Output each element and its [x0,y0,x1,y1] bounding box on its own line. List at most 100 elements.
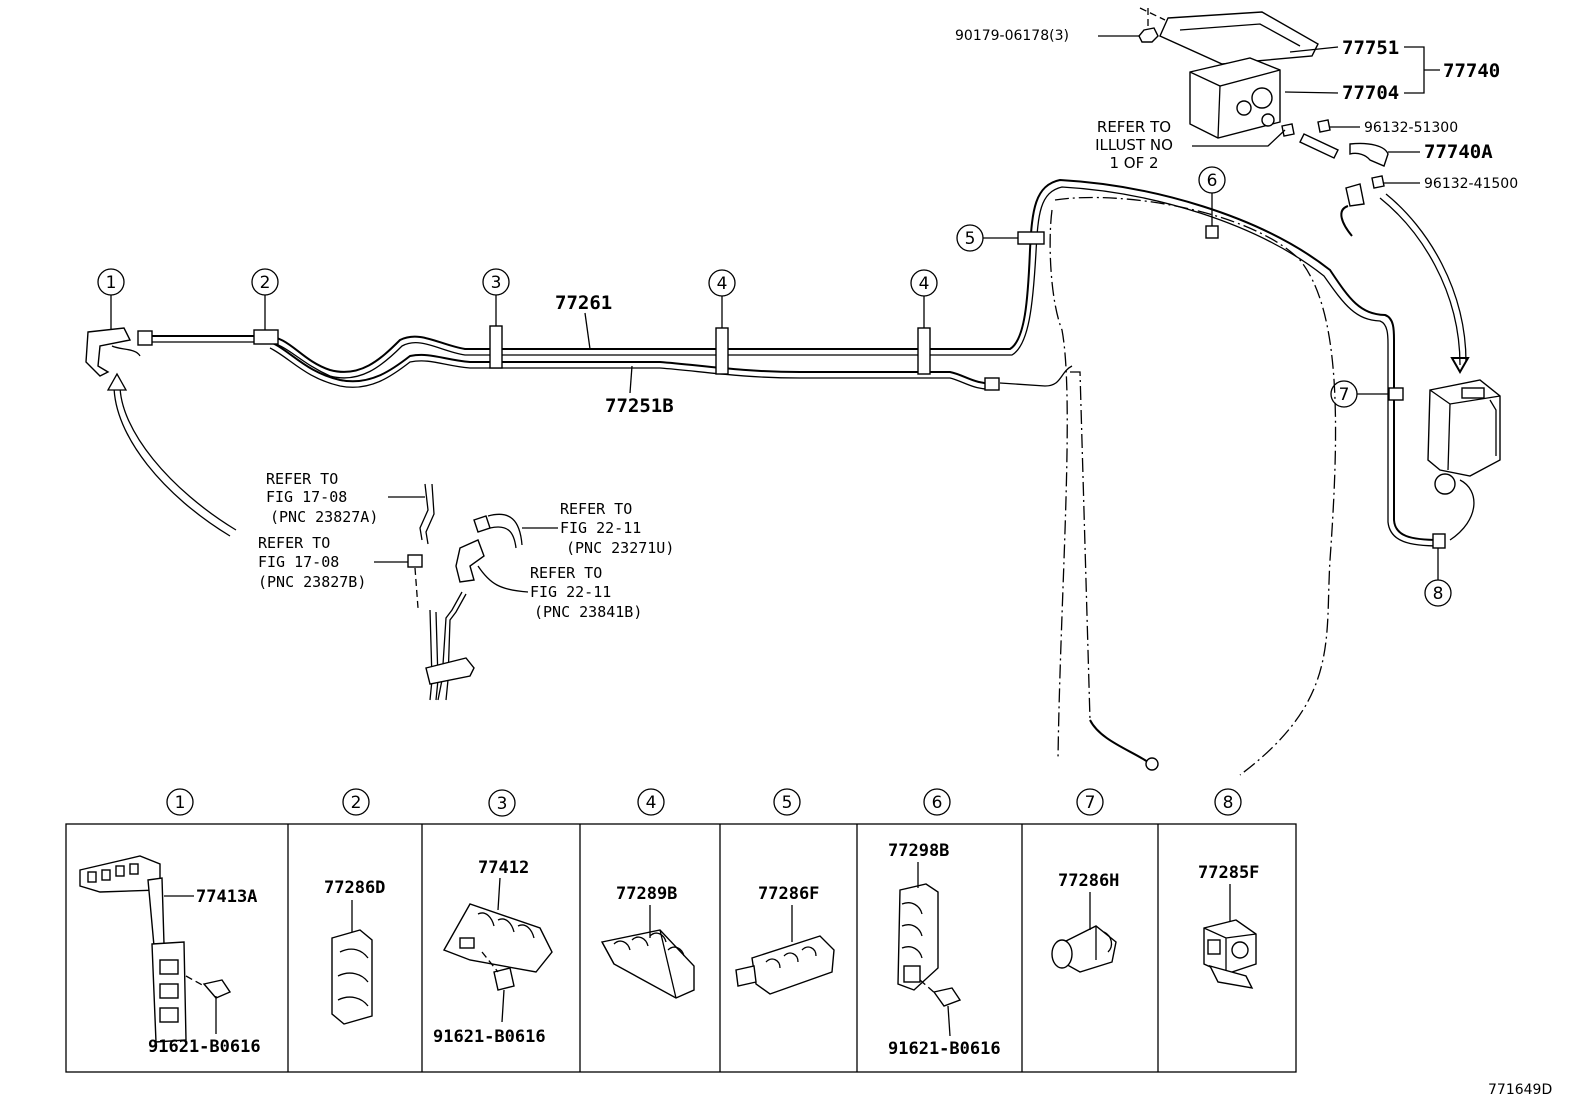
callout-5: 5 [956,224,1018,252]
clamp-4b [917,327,931,375]
cell1-bolt-label: 91621-B0616 [148,1037,261,1057]
parts-table [65,823,1297,1073]
callout-3: 3 [482,268,510,326]
svg-text:7: 7 [1085,793,1096,813]
arrow-to-canister-mount [1379,197,1461,366]
tube-end-fitting [137,330,153,346]
part-label-90179: 90179-06178(3) [955,28,1069,44]
cell1-part-label: 77413A [196,887,257,907]
svg-text:1: 1 [175,793,186,813]
refer-2211a-line3: (PNC 23271U) [566,539,674,557]
refer-1708a-line1: REFER TO [266,470,338,488]
part-label-96132-51300: 96132-51300 [1364,120,1458,136]
callout-8: 8 [1424,548,1452,607]
table-header-1: 1 [166,788,194,816]
cell7-part-label: 77286H [1058,871,1119,891]
refer-illust-line2: ILLUST NO [1095,136,1173,154]
callout-2: 2 [251,268,279,330]
table-header-7: 7 [1076,788,1104,816]
refer-1708b-line2: FIG 17-08 [258,553,339,571]
callout-4b: 4 [910,269,938,328]
part-label-77740: 77740 [1443,60,1500,82]
tube-77261 [150,178,1441,547]
refer-1708a-line3: (PNC 23827A) [270,508,378,526]
body-outline-right [1054,196,1337,776]
cell5-part-label: 77286F [758,884,819,904]
clamp-77286F-drawing [735,935,835,995]
refer-2211a-line1: REFER TO [560,500,632,518]
hose-clips [1281,119,1389,237]
clamp-6 [1205,225,1219,239]
brake-line-bundle [425,591,475,701]
tube-77251B [269,341,1073,390]
cell3-part-label: 77412 [478,858,529,878]
clamp-77286D-drawing [331,929,373,1025]
svg-text:4: 4 [646,793,657,813]
svg-text:5: 5 [782,793,793,813]
svg-text:2: 2 [260,273,271,293]
callout-4a: 4 [708,269,736,328]
clamp-77286H-drawing [1051,925,1117,973]
refer-illust-line3: 1 OF 2 [1109,154,1158,172]
nut-90179 [1138,8,1159,43]
callout-1: 1 [97,268,125,330]
refer-2211b-line1: REFER TO [530,564,602,582]
svg-text:4: 4 [919,274,930,294]
cell6-part-label: 77298B [888,841,949,861]
body-outline-tube [1070,371,1091,721]
part-label-77251B: 77251B [605,395,674,417]
front-end-bracket [85,327,141,377]
svg-text:4: 4 [717,274,728,294]
cell3-bolt-label: 91621-B0616 [433,1027,546,1047]
table-header-8: 8 [1214,788,1242,816]
part-label-77704: 77704 [1342,82,1399,104]
svg-text:8: 8 [1223,793,1234,813]
svg-text:5: 5 [965,229,976,249]
refer-illust-line1: REFER TO [1097,118,1171,136]
refer-1708b-line3: (PNC 23827B) [258,573,366,591]
tube-lower-end [1089,719,1149,763]
clamp-7 [1388,387,1404,401]
svg-text:2: 2 [351,793,362,813]
svg-text:7: 7 [1339,385,1350,405]
svg-text:1: 1 [106,273,117,293]
clamp-77285F-drawing [1203,919,1257,989]
cell8-part-label: 77285F [1198,863,1259,883]
drawing-code: 771649D [1488,1082,1552,1098]
canister-mount-detail [1427,379,1501,541]
charcoal-canister [1189,57,1281,139]
canister-bracket [1139,7,1319,65]
clamp-2 [253,329,279,345]
clamp-4a [715,327,729,375]
clamp-77298B-drawing [897,883,962,1007]
arrow-to-front [119,384,237,531]
callout-6: 6 [1198,166,1226,226]
svg-text:6: 6 [932,793,943,813]
clamp-77413A-drawing [79,855,232,1043]
clamp-8 [1432,533,1446,549]
table-header-2: 2 [342,788,370,816]
refer-2211a-line2: FIG 22-11 [560,519,641,537]
part-label-96132-41500: 96132-41500 [1424,176,1518,192]
cell4-part-label: 77289B [616,884,677,904]
tube-end-fitting-2 [984,377,1000,391]
svg-text:6: 6 [1207,171,1218,191]
clamp-3 [489,325,503,369]
cell6-bolt-label: 91621-B0616 [888,1039,1001,1059]
refer-1708a-line2: FIG 17-08 [266,488,347,506]
cell2-part-label: 77286D [324,878,385,898]
table-header-4: 4 [637,788,665,816]
clamp-77412-drawing [442,903,553,991]
callout-7: 7 [1330,380,1389,408]
table-header-5: 5 [773,788,801,816]
part-label-77261: 77261 [555,292,612,314]
refer-2211b-line3: (PNC 23841B) [534,603,642,621]
refer-2211b-line2: FIG 22-11 [530,583,611,601]
refer-1708b-line1: REFER TO [258,534,330,552]
part-label-77740A: 77740A [1424,141,1493,163]
body-outline-inner [1049,209,1068,761]
clamp-5 [1017,231,1045,245]
svg-text:3: 3 [497,794,508,814]
table-header-6: 6 [923,788,951,816]
